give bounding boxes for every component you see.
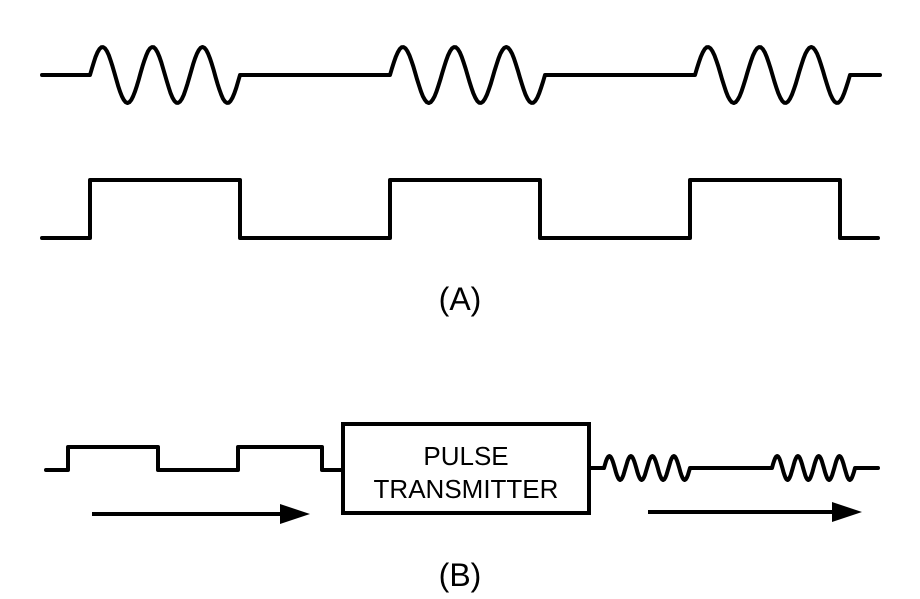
arrow-right-icon xyxy=(280,504,310,524)
box-label-line2: TRANSMITTER xyxy=(374,474,559,504)
input-direction-arrow xyxy=(92,504,310,524)
part-a-label: (A) xyxy=(439,281,482,317)
pulse-transmitter-block: PULSE TRANSMITTER xyxy=(341,422,591,515)
output-direction-arrow xyxy=(648,502,862,522)
input-pulse-waveform xyxy=(44,445,345,472)
square-pulse-train xyxy=(40,178,880,240)
transmitter-box xyxy=(341,422,591,515)
arrow-right-icon xyxy=(832,502,862,522)
part-b-label: (B) xyxy=(439,557,482,593)
box-label-line1: PULSE xyxy=(423,441,508,471)
rf-pulse-train xyxy=(40,45,882,105)
output-rf-waveform xyxy=(587,454,880,482)
